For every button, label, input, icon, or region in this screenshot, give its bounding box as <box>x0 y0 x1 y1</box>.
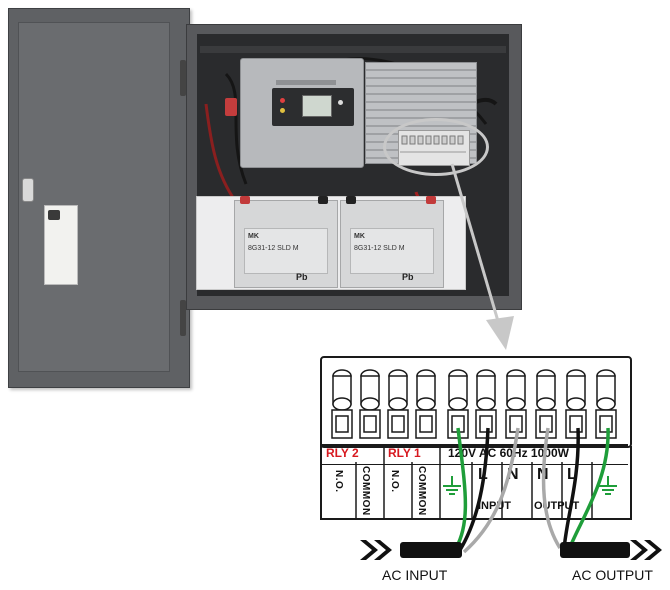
mounting-rail <box>200 46 506 53</box>
terminal-7 <box>505 369 527 439</box>
terminal-label-row <box>320 444 628 465</box>
input-cable-jacket <box>400 542 462 558</box>
inverter-brand-plate <box>276 80 336 85</box>
battery-left-positive <box>240 196 250 204</box>
door-hinge-top <box>180 60 186 96</box>
ac-input-caption: AC INPUT <box>382 567 448 583</box>
terminal-2 <box>359 369 381 439</box>
input-chevron-2 <box>374 540 392 560</box>
battery-right-label <box>350 228 434 274</box>
terminal-1 <box>331 369 353 439</box>
relay2-common-label: COMMON <box>360 466 371 516</box>
output-ground-wire <box>566 427 610 553</box>
battery-left-label <box>244 228 328 274</box>
terminal-screws <box>331 369 617 439</box>
relay1-label: RLY 1 <box>388 446 421 460</box>
status-led-white <box>338 100 343 105</box>
terminal-dividers <box>355 444 593 518</box>
door-latch <box>22 178 34 202</box>
terminal-cell-grid <box>320 446 632 520</box>
inverter-lcd <box>302 95 332 117</box>
output-chevron-2 <box>644 540 662 560</box>
battery-right-positive <box>426 196 436 204</box>
terminal-3 <box>387 369 409 439</box>
battery-left-brand: MK <box>248 233 259 240</box>
battery-right-brand: MK <box>354 233 365 240</box>
ac-wiring <box>360 427 662 560</box>
status-led-amber <box>280 108 285 113</box>
relay2-label: RLY 2 <box>326 446 359 460</box>
output-line-wire <box>562 427 580 551</box>
terminal-10 <box>595 369 617 439</box>
ground-icon-output <box>599 476 617 495</box>
power-spec-label: 120V AC 60Hz 1000W <box>448 446 569 460</box>
battery-right-negative <box>346 196 356 204</box>
ground-icon-input <box>443 476 461 495</box>
terminal-6 <box>475 369 497 439</box>
input-group-label: INPUT <box>478 500 511 512</box>
input-neutral-label: N <box>507 466 519 483</box>
ac-output-caption: AC OUTPUT <box>572 567 653 583</box>
terminal-4 <box>415 369 437 439</box>
zoom-arrow <box>450 163 514 350</box>
output-cable-jacket <box>560 542 630 558</box>
input-line-wire <box>458 427 490 551</box>
input-ground-wire <box>454 427 468 549</box>
battery-right-model: 8G31-12 SLD M <box>354 245 405 252</box>
zoom-highlight-circle <box>383 118 489 176</box>
battery-right-pb: Pb <box>402 272 414 282</box>
dc-breaker <box>225 98 237 116</box>
sticker-logo <box>48 210 60 220</box>
status-led-red <box>280 98 285 103</box>
input-chevron-1 <box>360 540 378 560</box>
cabinet-door-panel <box>18 22 170 372</box>
output-neutral-wire <box>541 427 562 549</box>
door-hinge-bottom <box>180 300 186 336</box>
battery-left-negative <box>318 196 328 204</box>
output-chevron-1 <box>630 540 648 560</box>
relay2-no-label: N.O. <box>333 470 344 493</box>
terminal-5 <box>447 369 469 439</box>
output-line-label: L <box>567 466 577 483</box>
relay1-common-label: COMMON <box>416 466 427 516</box>
battery-left-pb: Pb <box>296 272 308 282</box>
input-neutral-wire <box>462 427 520 554</box>
battery-left-model: 8G31-12 SLD M <box>248 245 299 252</box>
relay1-no-label: N.O. <box>389 470 400 493</box>
